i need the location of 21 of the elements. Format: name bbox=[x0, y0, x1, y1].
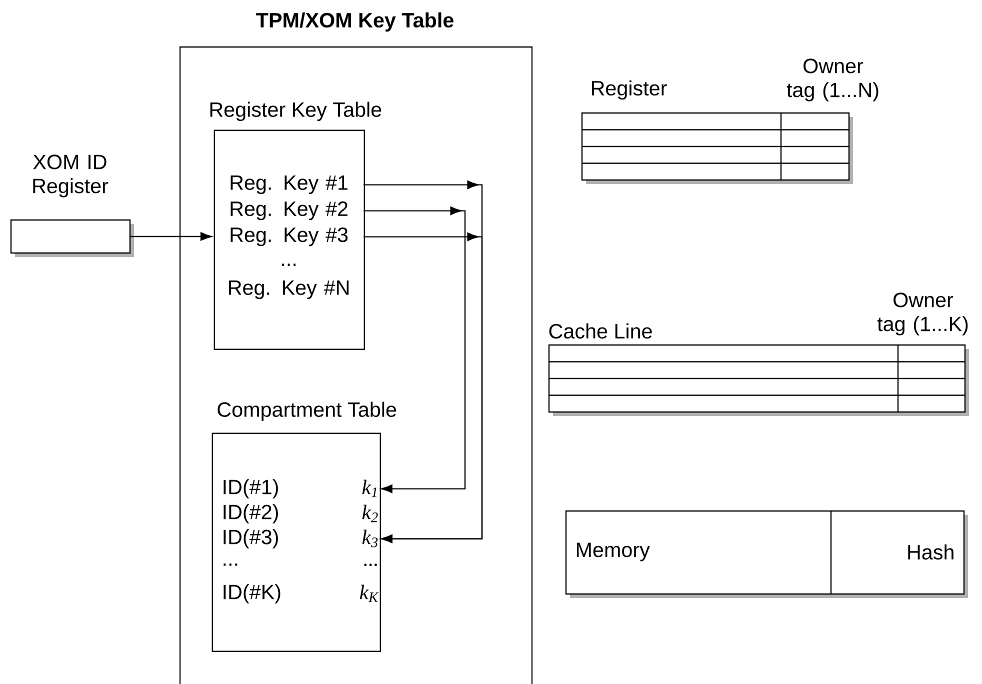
table-row: Reg. Key #3 bbox=[230, 227, 348, 246]
table-row: ... ... bbox=[224, 564, 377, 566]
column-heading: Owner tag (1...N) bbox=[786, 58, 878, 102]
column-heading: Owner tag (1...K) bbox=[877, 292, 968, 336]
heading: Register bbox=[592, 80, 667, 100]
table-row: Reg. Key #1 bbox=[230, 176, 348, 194]
table-row: ... bbox=[282, 264, 296, 266]
table-row: Reg. Key #2 bbox=[230, 201, 348, 220]
heading: Register Key Table bbox=[210, 102, 382, 122]
heading: XOM ID Register bbox=[33, 154, 108, 198]
heading: Cache Line bbox=[549, 323, 652, 339]
memory-box: Memory Hash bbox=[565, 510, 968, 598]
table-row: ID(#3) k$_{3}$ bbox=[224, 529, 378, 548]
table-row: ID(#2) k$_{2}$ bbox=[224, 504, 378, 524]
table-row: ID(#K) k$_{K}$ bbox=[224, 584, 379, 604]
table-row: Reg. Key #N bbox=[229, 280, 349, 300]
table-title: TPM/XOM Key Table bbox=[256, 12, 454, 32]
table-row: ID(#1) k$_{1}$ bbox=[224, 479, 377, 498]
heading: Compartment Table bbox=[218, 402, 396, 422]
arrow bbox=[364, 206, 466, 494]
arrow bbox=[130, 232, 212, 241]
